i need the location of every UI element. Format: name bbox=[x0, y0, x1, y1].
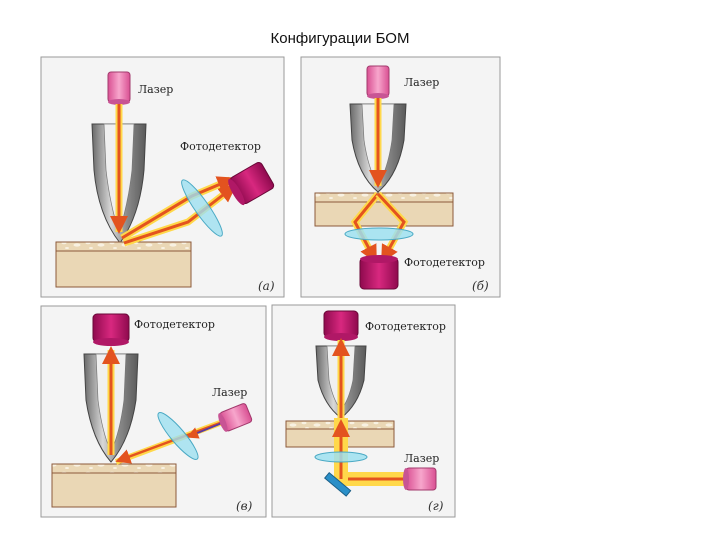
detector-label: Фотодетектор bbox=[134, 318, 215, 331]
lens-icon bbox=[314, 451, 368, 463]
panel-caption: (г) bbox=[428, 499, 444, 513]
detector-label: Фотодетектор bbox=[365, 320, 446, 333]
laser-icon bbox=[366, 65, 390, 99]
panel-v: Фотодетектор Лазер (в) bbox=[40, 305, 267, 518]
photodetector-icon bbox=[92, 313, 130, 346]
detector-label: Фотодетектор bbox=[180, 140, 261, 153]
sample bbox=[51, 463, 177, 508]
laser-label: Лазер bbox=[138, 83, 173, 96]
laser-icon bbox=[218, 403, 253, 432]
laser-label: Лазер bbox=[212, 386, 247, 399]
panel-b-frame bbox=[300, 56, 501, 298]
lens-icon bbox=[344, 227, 414, 241]
lens-icon bbox=[181, 179, 223, 237]
photodetector-icon bbox=[228, 161, 275, 206]
panel-caption: (в) bbox=[236, 499, 253, 513]
slide-title: Конфигурации БОМ bbox=[270, 30, 410, 47]
laser-label: Лазер bbox=[404, 76, 439, 89]
panel-g: Фотодетектор Лазер (г) bbox=[271, 304, 456, 518]
laser-icon bbox=[107, 71, 131, 105]
laser-icon bbox=[403, 467, 437, 491]
panel-caption: (а) bbox=[258, 279, 275, 293]
panel-caption: (б) bbox=[472, 279, 489, 293]
sample bbox=[55, 241, 192, 288]
laser-label: Лазер bbox=[404, 452, 439, 465]
panel-a: Лазер Фотодетектор (а) bbox=[40, 56, 285, 298]
lens-icon bbox=[157, 412, 199, 460]
panel-b: Лазер Фотодетектор (б) bbox=[300, 56, 501, 298]
photodetector-icon bbox=[359, 255, 399, 290]
detector-label: Фотодетектор bbox=[404, 256, 485, 269]
photodetector-icon bbox=[323, 310, 359, 341]
mirror-icon bbox=[323, 471, 352, 497]
